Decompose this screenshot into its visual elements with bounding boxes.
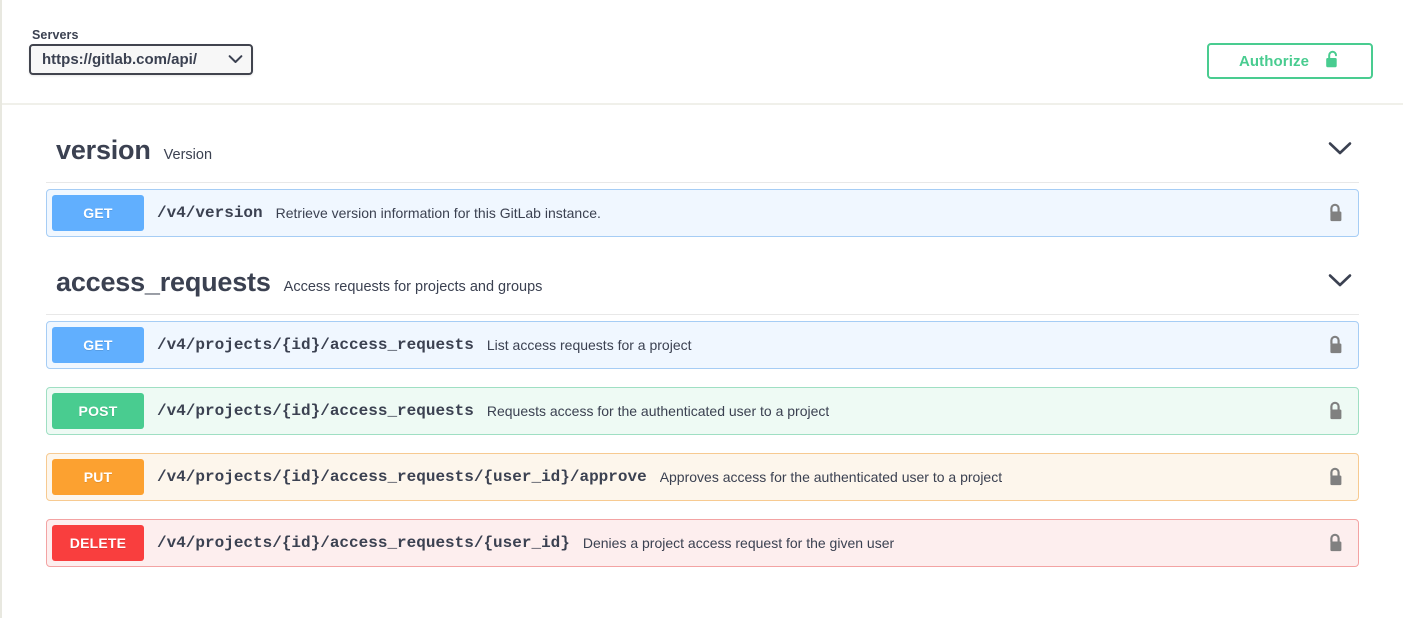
operations-list: GET/v4/version Retrieve version informati… [32,189,1373,237]
operation-method-badge: PUT [52,459,144,495]
operation-row[interactable]: DELETE/v4/projects/{id}/access_requests/… [46,519,1359,567]
operation-path: /v4/projects/{id}/access_requests [157,402,474,420]
tag-header-version[interactable]: version Version [32,127,1373,173]
operation-summary: Retrieve version information for this Gi… [275,205,601,221]
tag-divider [46,182,1359,183]
operation-path: /v4/projects/{id}/access_requests/{user_… [157,468,647,486]
tag-name: version [56,134,151,165]
tag-header-left: access_requests Access requests for proje… [56,267,542,298]
operation-method-badge: POST [52,393,144,429]
unlocked-padlock-icon[interactable] [1326,467,1344,488]
operation-row[interactable]: PUT/v4/projects/{id}/access_requests/{us… [46,453,1359,501]
operation-method-badge: DELETE [52,525,144,561]
authorize-button[interactable]: Authorize [1207,43,1373,79]
operation-summary: Approves access for the authenticated us… [659,469,1003,485]
operation-path: /v4/version [157,204,263,222]
tag-name: access_requests [56,266,271,297]
operation-summary: Denies a project access request for the … [582,535,895,551]
operation-path: /v4/projects/{id}/access_requests [157,336,474,354]
server-select[interactable]: https://gitlab.com/api/ [29,44,253,75]
unlocked-padlock-icon[interactable] [1326,203,1344,224]
operation-method-badge: GET [52,327,144,363]
operations-list: GET/v4/projects/{id}/access_requests List… [32,321,1373,567]
operation-summary: List access requests for a project [486,337,692,353]
chevron-down-icon[interactable] [1327,140,1353,161]
operation-row[interactable]: POST/v4/projects/{id}/access_requests Req… [46,387,1359,435]
servers-label: Servers [32,28,79,42]
operation-row[interactable]: GET/v4/version Retrieve version informati… [46,189,1359,237]
servers-block: Servers https://gitlab.com/api/ [29,28,253,75]
tag-description: Version [163,146,213,163]
chevron-down-icon[interactable] [1327,272,1353,293]
authorize-button-label: Authorize [1238,52,1310,70]
server-select-value: https://gitlab.com/api/ [42,51,198,68]
scheme-container: Servers https://gitlab.com/api/ Authoriz… [2,0,1403,105]
operation-row[interactable]: GET/v4/projects/{id}/access_requests List… [46,321,1359,369]
tag-header-access_requests[interactable]: access_requests Access requests for proje… [32,259,1373,305]
tag-divider [46,314,1359,315]
unlocked-padlock-icon[interactable] [1326,335,1344,356]
authorize-wrap: Authorize [1207,43,1373,79]
chevron-down-icon [228,51,243,69]
unlocked-padlock-icon [1325,50,1341,72]
unlocked-padlock-icon[interactable] [1326,401,1344,422]
operation-method-badge: GET [52,195,144,231]
tag-section-access_requests: access_requests Access requests for proje… [32,259,1373,567]
operation-summary: Requests access for the authenticated us… [486,403,830,419]
operation-path: /v4/projects/{id}/access_requests/{user_… [157,534,570,552]
tag-description: Access requests for projects and groups [283,278,543,295]
unlocked-padlock-icon[interactable] [1326,533,1344,554]
tag-header-left: version Version [56,135,212,166]
